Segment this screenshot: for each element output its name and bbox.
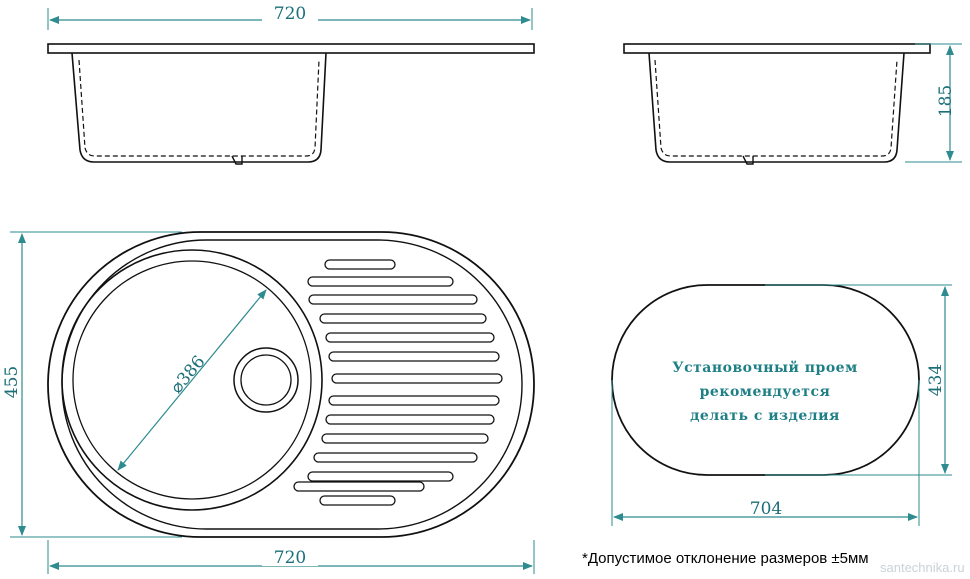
top-height-label: 455	[2, 366, 22, 398]
drain-grooves	[293, 259, 503, 506]
side-view-right: 185	[623, 43, 962, 165]
watermark: santechnika.ru	[880, 560, 965, 575]
dimension-height-top: 455	[2, 231, 182, 538]
sink-outline-top	[47, 231, 535, 538]
dimension-bowl-diameter: ⌀386	[117, 289, 267, 471]
sink-profile-right	[623, 43, 931, 165]
cutout-height-label: 434	[926, 364, 946, 396]
dimension-cutout-height: 434	[765, 284, 952, 476]
dimension-cutout-width: 704	[611, 380, 920, 526]
cutout-note-line-2: рекомендуется	[700, 384, 831, 400]
cutout-note-line-3: делать с изделия	[690, 408, 840, 424]
dimension-width-top: 720	[47, 540, 535, 574]
cutout-outline	[611, 284, 920, 476]
cutout-template: Установочный проем рекомендуется делать …	[611, 284, 952, 526]
top-view: 455 ⌀386	[2, 231, 535, 574]
bowl-diameter-label: ⌀386	[167, 352, 210, 398]
side-height-label: 185	[936, 85, 956, 117]
tolerance-footnote: *Допустимое отклонение размеров ±5мм	[582, 550, 869, 567]
cutout-width-label: 704	[750, 499, 782, 519]
side-width-label: 720	[274, 4, 306, 24]
dimension-height-side: 185	[905, 43, 962, 163]
cutout-note-line-1: Установочный проем	[672, 359, 858, 376]
dimension-width-side: 720	[47, 4, 533, 30]
top-width-label: 720	[274, 548, 306, 568]
sink-profile-left	[47, 43, 535, 165]
side-view-left: 720	[47, 4, 535, 165]
